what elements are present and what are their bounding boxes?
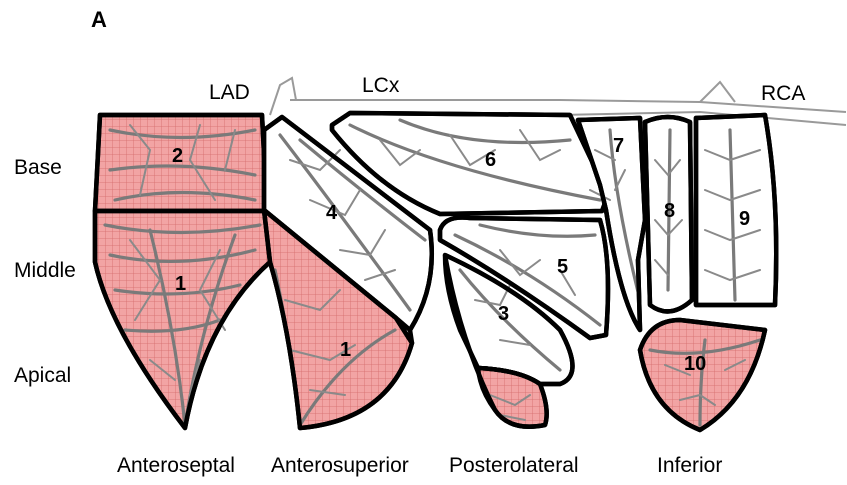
segment-label-9: 9 <box>739 208 750 230</box>
column-label-anterosuperior: Anterosuperior <box>271 454 409 477</box>
segment-label-8: 8 <box>664 200 675 222</box>
segment-label-6: 6 <box>485 149 496 171</box>
artery-label-lad: LAD <box>209 81 250 104</box>
row-label-base: Base <box>14 156 62 179</box>
segment-label-1-anterosuperior: 1 <box>340 339 351 361</box>
row-label-apical: Apical <box>14 364 71 387</box>
column-label-posterolateral: Posterolateral <box>449 454 579 477</box>
artery-label-rca: RCA <box>761 82 805 105</box>
segment-label-3: 3 <box>498 303 509 325</box>
artery-label-lcx: LCx <box>362 74 400 97</box>
column-label-anteroseptal: Anteroseptal <box>117 454 235 477</box>
segment-label-1-anteroseptal: 1 <box>175 273 186 295</box>
segment-label-2: 2 <box>172 145 183 167</box>
segment-label-10: 10 <box>684 353 706 375</box>
panel-label: A <box>91 7 107 32</box>
segment-9-region <box>696 115 776 305</box>
segment-label-7: 7 <box>613 135 624 157</box>
row-label-middle: Middle <box>14 259 76 282</box>
segment-label-4: 4 <box>326 202 338 224</box>
segment-label-5: 5 <box>557 256 568 278</box>
column-label-inferior: Inferior <box>657 454 722 477</box>
